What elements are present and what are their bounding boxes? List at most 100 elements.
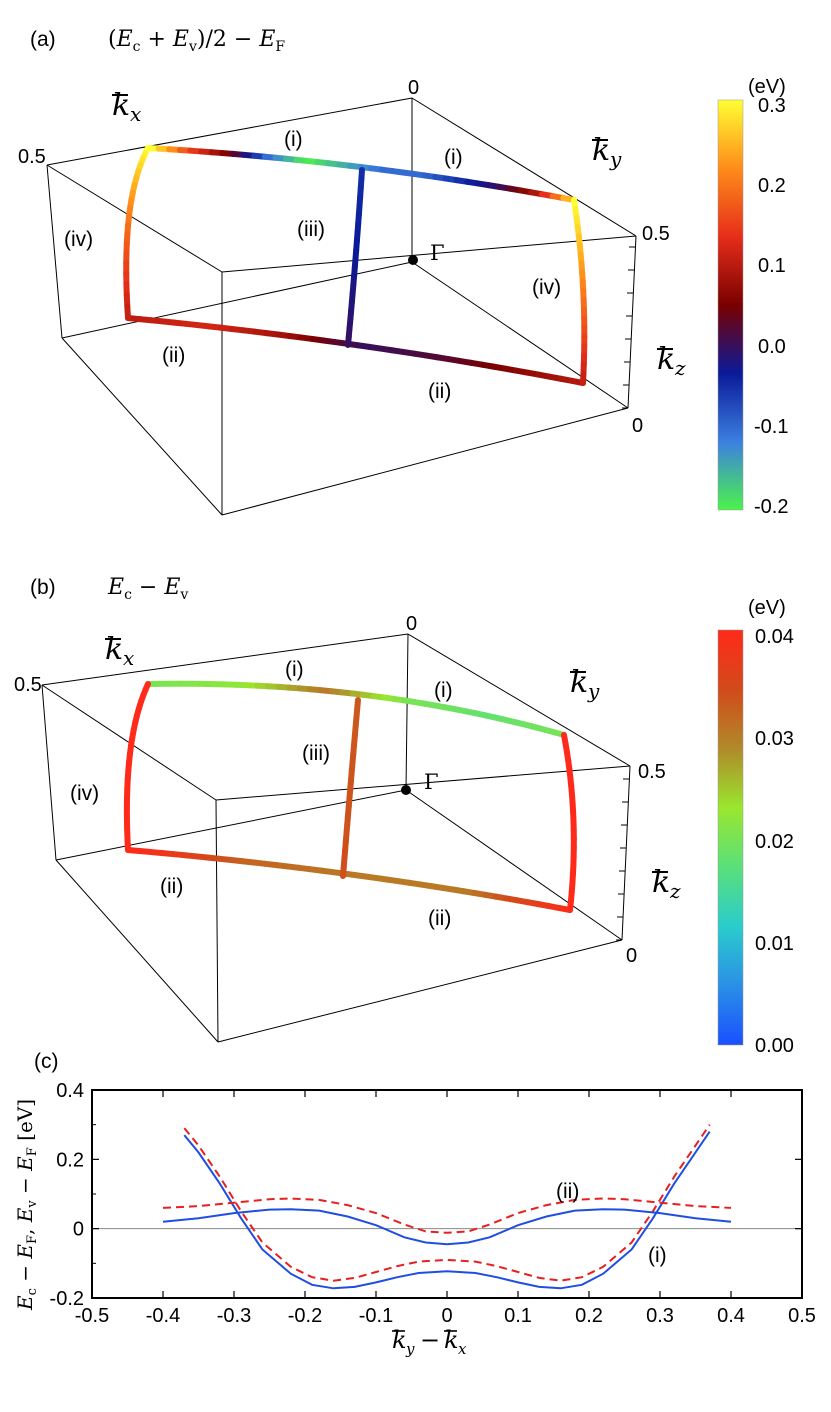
svg-text:k: k	[657, 342, 675, 377]
seg-label-a-i-right: (i)	[444, 146, 463, 169]
seg-label-a-iv-left: (iv)	[64, 228, 93, 251]
x-tick-label: 0.5	[788, 1305, 816, 1327]
colorbar-b-tick: 0.00	[755, 1035, 794, 1057]
svg-text:k: k	[112, 88, 130, 123]
kz-min-tick-a: 0	[632, 415, 643, 437]
svg-text:x: x	[130, 102, 141, 126]
panel-a-quantity: (Ec + Ev)/2 − EF	[108, 27, 285, 55]
segment-a-iii-piece	[345, 333, 352, 348]
seg-label-a-i-left: (i)	[284, 128, 303, 151]
kz-axis-label-a: k z	[657, 342, 686, 380]
segment-b-iv-left-piece	[124, 836, 131, 853]
ky-max-tick-a: 0.5	[642, 223, 670, 245]
colorbar-b-unit: (eV)	[748, 597, 786, 619]
y-tick-label: 0.2	[56, 1149, 84, 1171]
svg-text:x: x	[123, 646, 134, 670]
colorbar-b	[717, 629, 744, 1046]
colorbar-a-unit: (eV)	[748, 76, 786, 98]
svg-text:k: k	[592, 133, 610, 168]
svg-text:z: z	[669, 879, 681, 903]
segment-b-iv-right-piece	[567, 898, 574, 913]
series-line-solid	[183, 1131, 711, 1290]
svg-text:k: k	[652, 865, 670, 900]
colorbar-a-tick: -0.1	[754, 416, 788, 438]
kx-max-tick-a: 0.5	[18, 146, 46, 168]
gamma-label-b: Γ	[424, 770, 439, 794]
colorbar-a-tick: 0.1	[758, 255, 786, 277]
seg-label-a-iii: (iii)	[297, 218, 325, 241]
colorbar-b-tick: 0.03	[755, 728, 794, 750]
panel-b-quantity: Ec − Ev	[107, 575, 188, 603]
panel-b-label: (b)	[30, 576, 56, 599]
series-line-dashed	[162, 1197, 732, 1234]
kz-min-tick-b: 0	[626, 945, 637, 967]
colorbar-b-tick: 0.01	[755, 933, 794, 955]
x-tick-label: -0.1	[359, 1305, 393, 1327]
colorbar-a	[717, 99, 744, 511]
x-axis-label-c: k y − k x	[392, 1326, 467, 1358]
y-tick-label: 0	[73, 1219, 84, 1241]
panel-a: (a) (Ec + Ev)/2 − EF	[18, 27, 788, 518]
x-tick-label: 0.1	[504, 1305, 532, 1327]
svg-text:y: y	[609, 147, 622, 171]
svg-text:k: k	[105, 632, 123, 667]
annotation-c-i: (i)	[648, 1244, 667, 1267]
x-tick-label: 0.3	[646, 1305, 674, 1327]
gamma-point-b	[401, 785, 411, 795]
svg-text:z: z	[674, 356, 686, 380]
panel-b-box	[41, 633, 631, 1043]
panel-c-label: (c)	[34, 1050, 59, 1073]
seg-label-b-i-right: (i)	[434, 679, 453, 702]
kx-axis-label-b: k x	[105, 632, 134, 670]
x-tick-label: -0.3	[217, 1305, 251, 1327]
ky-axis-label-a: k y	[592, 133, 622, 171]
panel-a-kz-ticks	[622, 246, 635, 409]
ky-axis-label-b: k y	[570, 665, 600, 703]
svg-text:x: x	[458, 1340, 467, 1358]
kz-axis-label-b: k z	[652, 865, 681, 903]
seg-label-b-ii-left: (ii)	[160, 875, 183, 898]
colorbar-a-tick: 0.2	[758, 175, 786, 197]
gamma-label-a: Γ	[430, 241, 445, 265]
y-axis-label-c: Ec − EF, Ev − EF [eV]	[13, 1099, 40, 1311]
seg-label-a-ii-right: (ii)	[428, 380, 451, 403]
seg-label-b-iv: (iv)	[70, 782, 99, 805]
origin-tick-b: 0	[406, 613, 417, 635]
x-tick-label: -0.5	[75, 1305, 109, 1327]
x-tick-label: 0	[441, 1305, 452, 1327]
svg-text:y: y	[405, 1340, 415, 1358]
nodal-lines-a	[123, 145, 588, 386]
svg-text:y: y	[587, 679, 600, 703]
panel-b-kz-ticks	[616, 778, 629, 941]
colorbar-b-tick: 0.04	[755, 626, 794, 648]
seg-label-b-i-left: (i)	[285, 658, 304, 681]
x-tick-label: -0.2	[288, 1305, 322, 1327]
seg-label-a-ii-left: (ii)	[162, 344, 185, 367]
x-tick-label: 0.4	[717, 1305, 745, 1327]
gamma-point-a	[408, 255, 418, 265]
y-tick-label: -0.2	[50, 1288, 84, 1310]
series-c	[162, 1124, 732, 1290]
seg-label-b-iii: (iii)	[302, 742, 330, 765]
seg-label-b-ii-right: (ii)	[428, 907, 451, 930]
svg-text:k: k	[392, 1326, 407, 1354]
colorbar-b-tick: 0.02	[755, 831, 794, 853]
svg-text:k: k	[570, 665, 588, 700]
colorbar-a-tick: 0.3	[758, 95, 786, 117]
x-tick-label: 0.2	[575, 1305, 603, 1327]
y-tick-label: 0.4	[56, 1080, 84, 1102]
kx-axis-label-a: k x	[112, 88, 141, 126]
panel-a-box	[46, 97, 637, 516]
panel-b: (b) Ec − Ev	[14, 575, 794, 1057]
svg-text:Ec − EF, Ev − EF [eV]: Ec − EF, Ev − EF [eV]	[13, 1099, 40, 1311]
nodal-lines-b	[123, 680, 577, 913]
ky-max-tick-b: 0.5	[638, 761, 666, 783]
panel-a-label: (a)	[30, 28, 56, 51]
segment-a-iv-left-piece	[124, 303, 131, 321]
colorbar-a-tick: 0.0	[758, 336, 786, 358]
kx-max-tick-b: 0.5	[14, 674, 42, 696]
plot-frame-c	[91, 1089, 803, 1299]
